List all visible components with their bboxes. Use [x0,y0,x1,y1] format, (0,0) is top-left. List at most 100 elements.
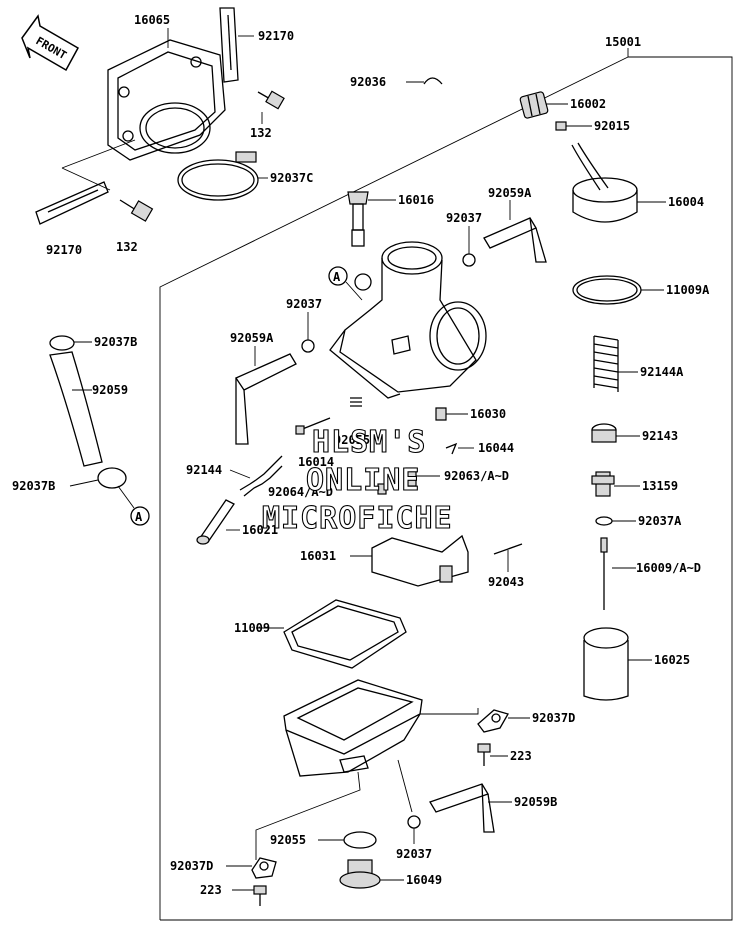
label-11009A: 11009A [666,283,710,297]
pin-92043 [493,543,523,555]
label-92055: 92055 [270,833,306,847]
label-92043: 92043 [488,575,524,589]
label-16031: 16031 [300,549,336,563]
carb-top-cap-16004 [571,142,638,223]
label-92037C: 92037C [270,171,313,185]
gasket-11009 [283,599,407,669]
jet-92063 [405,467,417,487]
hose-92059 [49,351,103,467]
o-ring-92055 [343,831,377,849]
watermark: HLSM'S ONLINE MICROFICHE [261,424,453,536]
bolt-132-top [257,90,285,110]
needle-16009 [600,537,608,610]
callout-A-hose-label: A [135,510,143,524]
intake-manifold [61,39,226,191]
front-arrow: FRONT [21,14,80,72]
label-16014: 16014 [298,455,334,469]
label-92037B-lower: 92037B [12,479,55,493]
label-11009: 11009 [234,621,270,635]
label-92037A: 92037A [638,514,682,528]
assembly-outline [159,48,733,921]
bracket-92037D-left [251,857,277,879]
label-92059: 92059 [92,383,128,397]
clip-92037-mid [301,339,315,353]
label-16044: 16044 [478,441,514,455]
label-223-right: 223 [510,749,532,763]
cap-92037B-lower [97,467,127,489]
screw-223-left [253,885,267,906]
label-92037-mid: 92037 [286,297,322,311]
float-bowl [283,679,423,777]
label-92037-upper: 92037 [446,211,482,225]
part-labels: 16065 92170 132 92037C 92036 15001 16002… [12,13,710,897]
label-16049: 16049 [406,873,442,887]
label-92144: 92144 [186,463,222,477]
label-16021: 16021 [242,523,278,537]
label-223-left: 223 [200,883,222,897]
label-92144A: 92144A [640,365,684,379]
label-16030: 16030 [470,407,506,421]
clip-92037A [595,516,613,526]
label-92037-lower: 92037 [396,847,432,861]
float-16031 [371,534,469,587]
label-13159: 13159 [642,479,678,493]
part-16044 [445,442,458,455]
bolt-132-bottom [119,199,154,222]
label-16065: 16065 [134,13,170,27]
label-16004: 16004 [668,195,704,209]
label-16025: 16025 [654,653,690,667]
label-92064: 92064/A~D [268,485,333,499]
label-92059A-lower: 92059A [230,331,274,345]
label-16002: 16002 [570,97,606,111]
watermark-line2: ONLINE [306,463,420,498]
label-92055-small: 92055 [334,433,370,447]
hose-92059A-lower [235,353,297,445]
label-132-bottom: 132 [116,240,138,254]
label-16009: 16009/A~D [636,561,701,575]
jet-92064 [377,483,387,495]
screw-223-right [477,743,491,766]
label-92037D-right: 92037D [532,711,575,725]
bracket-92037D-right [477,709,509,733]
label-92037B-upper: 92037B [94,335,137,349]
clamp-92037C [177,151,259,201]
clip-92037-lower [407,815,421,829]
bracket-92170-top [219,7,239,83]
drain-plug-16049 [339,859,381,889]
needle-16014 [295,417,331,435]
label-132-top: 132 [250,126,272,140]
screw-16021 [196,499,235,545]
label-92143: 92143 [642,429,678,443]
watermark-line1: HLSM'S [312,425,426,460]
hose-92059A-upper [483,217,547,263]
spring-92144 [239,455,283,497]
callout-A-hose [130,506,150,526]
watermark-line3: MICROFICHE [262,501,453,536]
label-92036: 92036 [350,75,386,89]
throttle-valve-16025 [583,627,629,701]
label-16016: 16016 [398,193,434,207]
o-ring-11009A [572,275,642,305]
part-13159 [591,471,615,497]
label-92063: 92063/A~D [444,469,509,483]
label-92059B: 92059B [514,795,557,809]
label-92170-bottom: 92170 [46,243,82,257]
clip-92036 [423,77,443,85]
clip-92037-upper [462,253,476,267]
cable-adjuster-16002 [519,91,549,119]
label-15001: 15001 [605,35,641,49]
callout-A-label: A [333,270,341,284]
label-92037D-left: 92037D [170,859,213,873]
label-92170-top: 92170 [258,29,294,43]
carburetor-body [329,241,487,399]
cap-92037B-upper [49,335,75,351]
part-92143 [591,423,617,443]
pilot-screw-16016 [347,191,369,247]
label-92059A-upper: 92059A [488,186,532,200]
jet-16030 [435,407,447,421]
hose-92059B [429,783,495,833]
label-92015: 92015 [594,119,630,133]
leader-lines [69,28,666,891]
spring-92055-small [350,397,362,407]
